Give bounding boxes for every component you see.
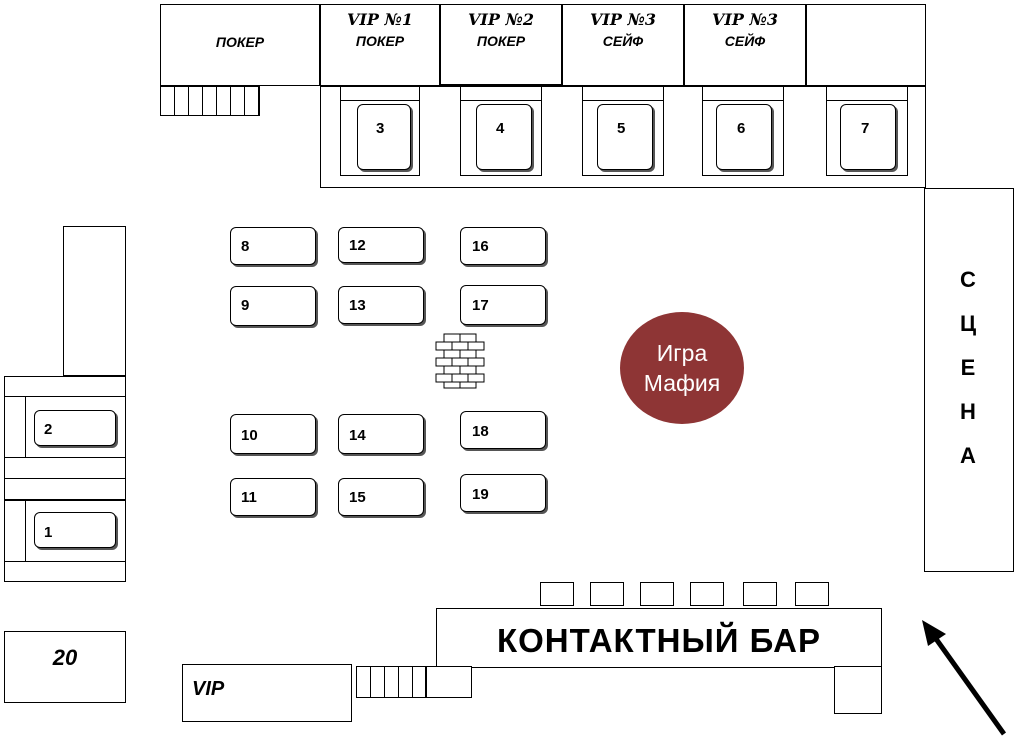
table-13-number: 13 (349, 297, 366, 314)
table-4[interactable] (476, 104, 532, 170)
mafia-line-2: Мафия (643, 370, 721, 396)
stage-letter-2: Ц (959, 311, 977, 336)
cabin-3-ledge (340, 86, 420, 101)
table-9[interactable] (230, 286, 316, 326)
table-8-number: 8 (241, 238, 250, 255)
vip1-room (320, 4, 440, 86)
mafia-line-1: Игра (656, 340, 708, 366)
table-12[interactable] (338, 227, 424, 263)
vip3b-sub: СЕЙФ (724, 33, 766, 49)
table-6[interactable] (716, 104, 772, 170)
bar-stool-2 (590, 582, 624, 606)
vip1-label: VIP №1 ПОКЕР (320, 10, 440, 49)
vip3b-title: VIP №3 (711, 10, 779, 29)
vip-bottom-label: VIP (192, 678, 225, 700)
poker-room (160, 4, 320, 86)
table-10-number: 10 (241, 427, 258, 444)
vip3b-label: VIP №3 СЕЙФ (684, 10, 806, 49)
bar-stool-6 (795, 582, 829, 606)
table-11-number: 11 (241, 489, 257, 506)
table-19-number: 19 (472, 486, 489, 503)
vip1-title: VIP №1 (346, 10, 414, 29)
table-7[interactable] (840, 104, 896, 170)
cabin-6-ledge (702, 86, 784, 101)
table-2-number: 2 (44, 421, 53, 438)
bar-end (834, 666, 882, 714)
table-3-number: 3 (376, 120, 385, 137)
table-10[interactable] (230, 414, 316, 454)
bar-counter (436, 608, 882, 668)
table-3[interactable] (357, 104, 411, 170)
table-4-number: 4 (496, 120, 505, 137)
vip3a-title: VIP №3 (589, 10, 657, 29)
table-18-number: 18 (472, 423, 489, 440)
poker-room-label: ПОКЕР (215, 34, 265, 50)
table-6-number: 6 (737, 120, 746, 137)
table-1[interactable] (34, 512, 116, 548)
table-18[interactable] (460, 411, 546, 449)
cabin-4-ledge (460, 86, 542, 101)
vip3a-sub: СЕЙФ (602, 33, 644, 49)
bar-stool-4 (690, 582, 724, 606)
table-17-number: 17 (472, 297, 489, 314)
table-14-number: 14 (349, 427, 366, 444)
cabin-7-ledge (826, 86, 908, 101)
stairs-bottom (356, 666, 426, 698)
bar-stool-3 (640, 582, 674, 606)
left-booth-wall-2 (4, 396, 26, 458)
mafia-game-area[interactable]: Игра Мафия (620, 312, 744, 424)
table-12-number: 12 (349, 237, 366, 254)
vip2-sub: ПОКЕР (476, 33, 526, 49)
table-1-number: 1 (44, 524, 53, 541)
brick-wall-icon (435, 333, 485, 389)
table-16[interactable] (460, 227, 546, 265)
table-14[interactable] (338, 414, 424, 454)
vip3a-room (562, 4, 684, 86)
table-15-number: 15 (349, 489, 366, 506)
table-9-number: 9 (241, 297, 250, 314)
vip1-sub: ПОКЕР (355, 33, 405, 49)
table-8[interactable] (230, 227, 316, 265)
vip2-title: VIP №2 (467, 10, 535, 29)
vip3b-room (684, 4, 806, 86)
table-20[interactable] (4, 631, 126, 703)
vip2-room (440, 4, 562, 86)
table-11[interactable] (230, 478, 316, 516)
table-20-number: 20 (52, 645, 78, 670)
table-7-number: 7 (861, 120, 870, 137)
stage-letter-5: А (960, 443, 976, 468)
table-5-number: 5 (617, 120, 626, 137)
table-17[interactable] (460, 285, 546, 325)
stairs-top (160, 86, 260, 116)
left-booth-divider-mid (4, 478, 126, 500)
arrow-icon (922, 620, 1007, 736)
left-booth-wall-1 (4, 500, 26, 562)
cabin-5-ledge (582, 86, 664, 101)
bar-stool-1 (540, 582, 574, 606)
table-13[interactable] (338, 286, 424, 324)
stage-letter-4: Н (960, 399, 976, 424)
stage (924, 188, 1014, 572)
bar-label: КОНТАКТНЫЙ БАР (496, 622, 821, 659)
table-19[interactable] (460, 474, 546, 512)
table-2[interactable] (34, 410, 116, 446)
stage-label: С Ц Е Н А (924, 258, 1012, 478)
table-15[interactable] (338, 478, 424, 516)
vip3a-label: VIP №3 СЕЙФ (562, 10, 684, 49)
stage-letter-3: Е (960, 355, 976, 380)
vip-bottom-room (182, 664, 352, 722)
vip2-label: VIP №2 ПОКЕР (440, 10, 562, 49)
bar-side-block (426, 666, 472, 698)
left-column-wall (63, 226, 126, 376)
corner-room (806, 4, 926, 86)
bar-stool-5 (743, 582, 777, 606)
stage-letter-1: С (960, 267, 976, 292)
table-16-number: 16 (472, 238, 489, 255)
table-5[interactable] (597, 104, 653, 170)
